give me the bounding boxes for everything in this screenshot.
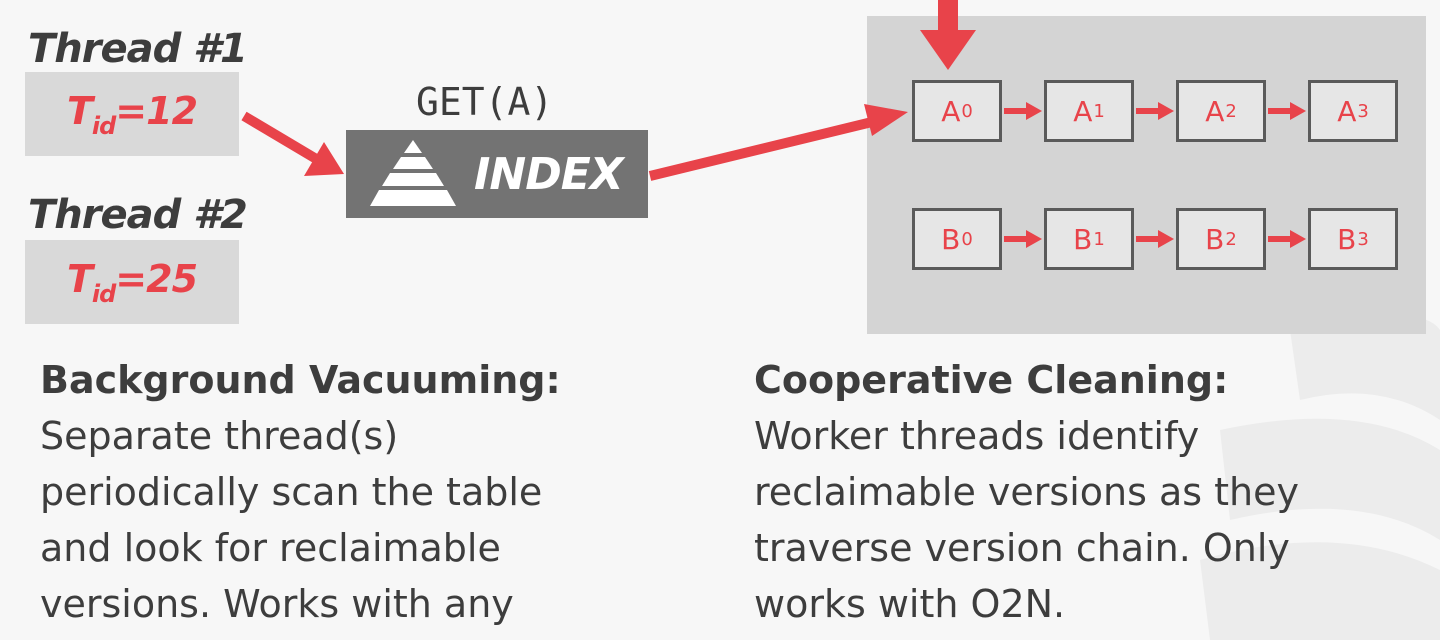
thread-1-tid-box: Tid=12 [25,72,239,156]
background-vacuuming-heading: Background Vacuuming: [40,358,561,402]
index-label: INDEX [474,148,624,200]
thread-1-label: Thread #1 [28,26,248,72]
version-chain-panel [867,16,1426,334]
thread-1-tid: Tid=12 [66,88,198,140]
cooperative-cleaning-description: Worker threads identify reclaimable vers… [754,414,1299,626]
index-to-chain-arrow [648,117,874,181]
incoming-arrow-shaft [938,0,958,30]
thread-2-tid-box: Tid=25 [25,240,239,324]
background-vacuuming-description: Separate thread(s) periodically scan the… [40,414,543,626]
thread-2-tid: Tid=25 [66,256,198,308]
cooperative-cleaning-heading: Cooperative Cleaning: [754,358,1229,402]
thread-2-label: Thread #2 [28,192,248,238]
index-box: INDEX [346,130,648,218]
thread-to-index-arrow [241,111,321,165]
pyramid-icon [370,140,456,206]
incoming-arrow-head [920,30,976,70]
thread-to-index-arrowhead [304,142,344,176]
query-label: GET(A) [416,80,554,124]
index-to-chain-arrowhead [864,104,908,136]
